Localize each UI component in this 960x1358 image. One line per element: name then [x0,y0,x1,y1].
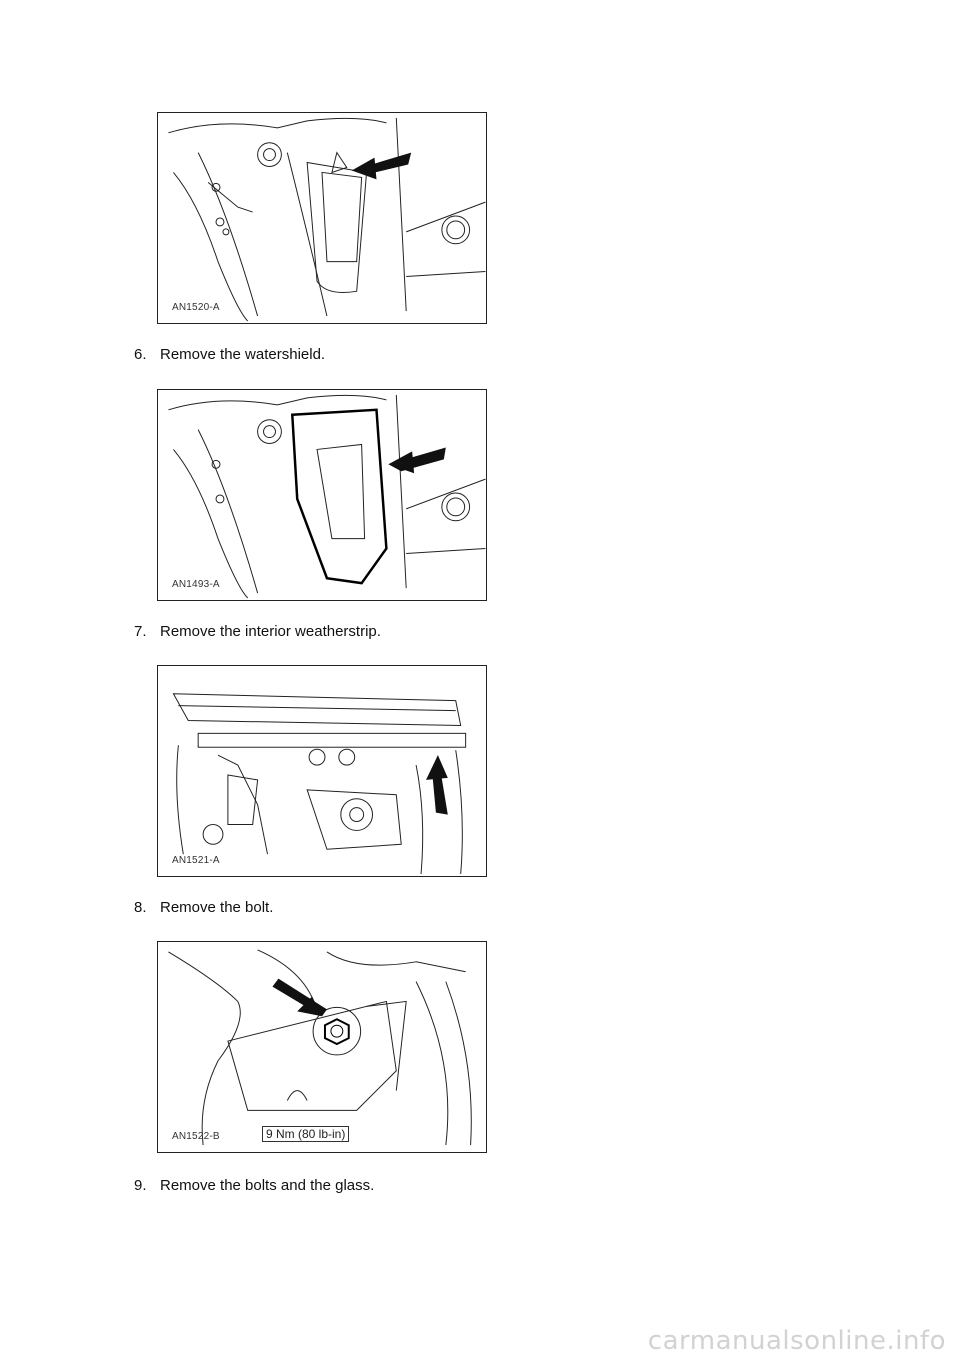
figure-an1493: AN1493-A [157,389,487,601]
figure-an1522: AN1522-B 9 Nm (80 lb-in) [157,941,487,1153]
step-number: 6. [134,346,147,363]
step-7: 7. Remove the interior weatherstrip. [134,623,381,640]
figure-an1521: AN1521-A [157,665,487,877]
step-text: Remove the watershield. [160,346,326,363]
door-illustration [172,693,467,875]
torque-spec: 9 Nm (80 lb-in) [262,1126,350,1142]
figure-id: AN1522-B [172,1131,220,1142]
arrow-icon [272,978,327,1017]
arrow-icon [351,152,412,180]
step-text: Remove the bolt. [160,899,274,916]
figure-id: AN1493-A [172,579,220,590]
step-8: 8. Remove the bolt. [134,899,273,916]
step-number: 8. [134,899,147,916]
arrow-icon [426,755,448,815]
step-text: Remove the bolts and the glass. [160,1177,375,1194]
figure-an1520: AN1520-A [157,112,487,324]
figure-id: AN1520-A [172,302,220,313]
step-number: 7. [134,623,147,640]
door-illustration [168,117,486,322]
bolt-icon [323,1018,350,1046]
figure-id: AN1521-A [172,855,220,866]
step-text: Remove the interior weatherstrip. [160,623,381,640]
step-number: 9. [134,1177,147,1194]
door-illustration [168,394,486,599]
door-illustration [168,949,472,1146]
step-9: 9. Remove the bolts and the glass. [134,1177,374,1194]
step-6: 6. Remove the watershield. [134,346,325,363]
arrow-icon [388,447,446,474]
watermark: carmanualsonline.info [647,1326,946,1356]
